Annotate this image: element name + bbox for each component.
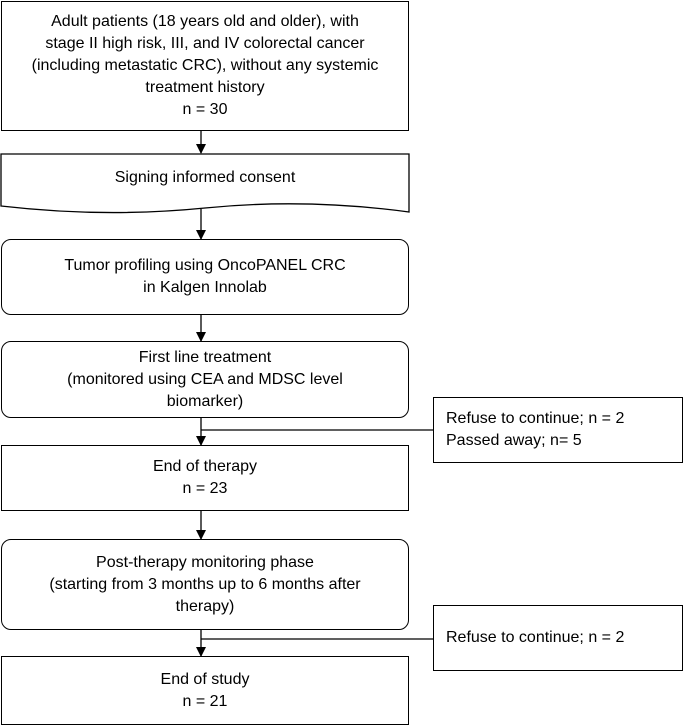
post-therapy-box: Post-therapy monitoring phase (starting …	[1, 539, 409, 630]
dropout-1-text: Refuse to continue; n = 2 Passed away; n…	[446, 410, 625, 449]
dropout-2-text: Refuse to continue; n = 2	[446, 629, 625, 646]
eligibility-text: Adult patients (18 years old and older),…	[31, 13, 379, 118]
consent-document-shape	[0, 153, 410, 214]
first-line-text: First line treatment (monitored using CE…	[67, 348, 343, 410]
end-study-box: End of study n = 21	[1, 656, 409, 725]
eligibility-box: Adult patients (18 years old and older),…	[1, 1, 409, 131]
end-therapy-text: End of therapy n = 23	[152, 458, 258, 497]
dropout-2-box: Refuse to continue; n = 2	[433, 605, 683, 671]
post-therapy-text: Post-therapy monitoring phase (starting …	[49, 553, 361, 615]
profiling-text: Tumor profiling using OncoPANEL CRC in K…	[64, 257, 346, 296]
end-therapy-box: End of therapy n = 23	[1, 445, 409, 511]
consent-text: Signing informed consent	[114, 169, 296, 186]
end-study-text: End of study n = 21	[160, 670, 250, 710]
dropout-1-box: Refuse to continue; n = 2 Passed away; n…	[433, 397, 683, 463]
profiling-box: Tumor profiling using OncoPANEL CRC in K…	[1, 239, 409, 315]
first-line-box: First line treatment (monitored using CE…	[1, 341, 409, 418]
consent-box: Signing informed consent	[1, 154, 409, 202]
